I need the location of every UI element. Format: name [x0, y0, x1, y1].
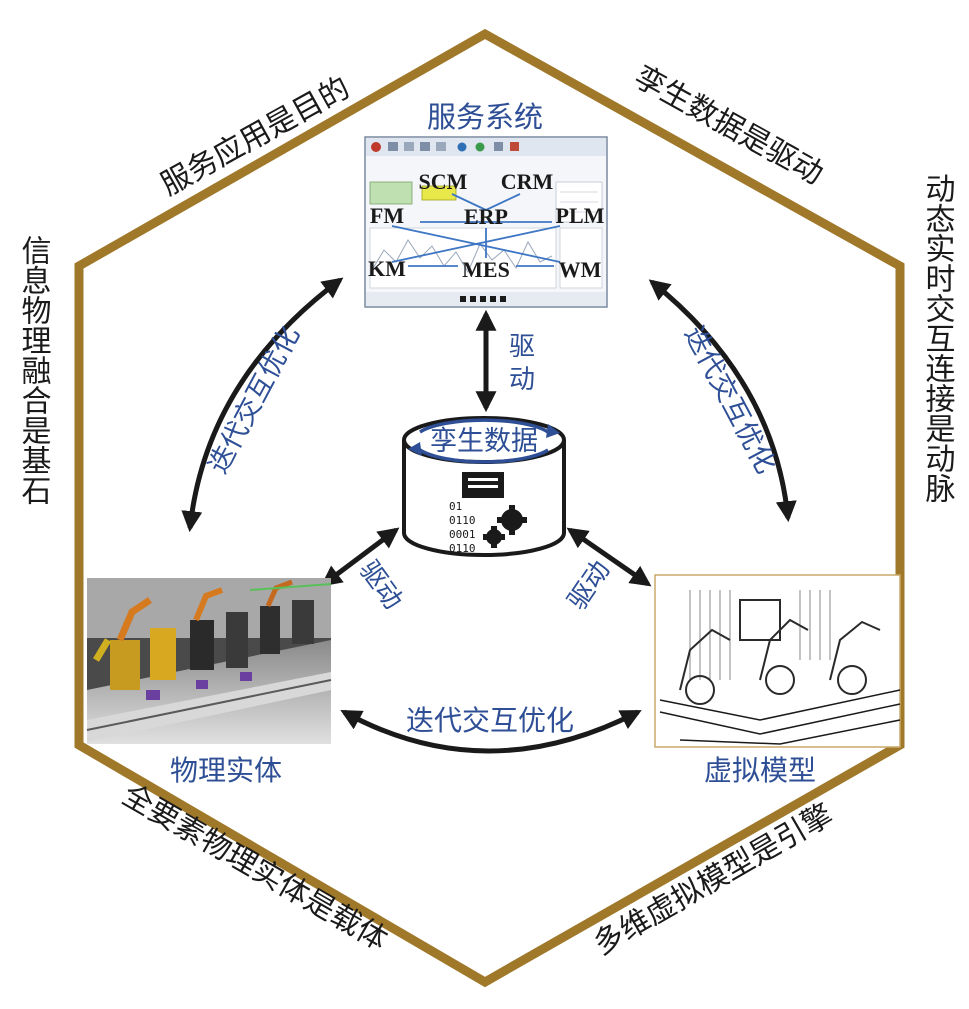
- drive-right-label: 驱动: [562, 556, 616, 616]
- module-fm: FM: [370, 203, 404, 228]
- label-left: 信息物理融合是基石: [16, 235, 52, 505]
- virtual-model-image: [654, 574, 901, 748]
- physical-entity-image: [86, 578, 332, 744]
- bottom-iterate-label: 迭代交互优化: [406, 704, 574, 737]
- arrow-right-iterate: [648, 279, 797, 523]
- hexagon-frame: [74, 28, 905, 988]
- label-top-left: 服务应用是目的: [155, 70, 356, 202]
- module-mes: MES: [462, 257, 510, 282]
- document-icon: [462, 472, 504, 498]
- drive-top-char2: 动: [509, 365, 535, 395]
- virtual-model-label: 虚拟模型: [704, 754, 816, 787]
- right-iterate-label: 迭代交互优化: [678, 321, 781, 479]
- drive-top-char1: 驱: [509, 332, 535, 362]
- arrow-left-iterate: [181, 277, 344, 533]
- module-scm: SCM: [419, 169, 468, 194]
- cycle-arrow-top: [419, 418, 549, 434]
- svg-text:01: 01: [449, 500, 462, 513]
- module-km: KM: [368, 256, 406, 281]
- service-title: 服务系统: [427, 100, 543, 134]
- label-bottom-left: 全要素物理实体是载体: [116, 778, 393, 958]
- svg-text:0001: 0001: [449, 528, 476, 541]
- module-plm: PLM: [556, 203, 605, 228]
- label-right: 动态实时交互连接是动脉: [920, 173, 956, 503]
- twin-data-label: 孪生数据: [430, 426, 538, 457]
- service-system-window: SCM CRM FM ERP PLM KM MES WM: [364, 136, 608, 308]
- binary-lines: 01 0110 0001 0110: [449, 500, 476, 555]
- left-iterate-label: 迭代交互优化: [203, 321, 306, 479]
- arrow-data-physical: [320, 527, 400, 587]
- svg-text:0110: 0110: [449, 514, 476, 527]
- physical-entity-label: 物理实体: [170, 754, 282, 787]
- cycle-arrow-bottom: [419, 448, 549, 464]
- svg-text:0110: 0110: [449, 542, 476, 555]
- module-crm: CRM: [501, 169, 554, 194]
- drive-left-label: 驱动: [353, 555, 408, 615]
- module-erp: ERP: [464, 204, 508, 229]
- gear-icon: [483, 505, 527, 548]
- label-bottom-right: 多维虚拟模型是引擎: [588, 797, 839, 962]
- twin-data-cylinder: 孪生数据 01 0110 0001 0110: [402, 416, 566, 557]
- arrow-bottom-iterate: [340, 709, 642, 754]
- arrow-data-virtual: [566, 527, 652, 587]
- module-wm: WM: [559, 257, 602, 282]
